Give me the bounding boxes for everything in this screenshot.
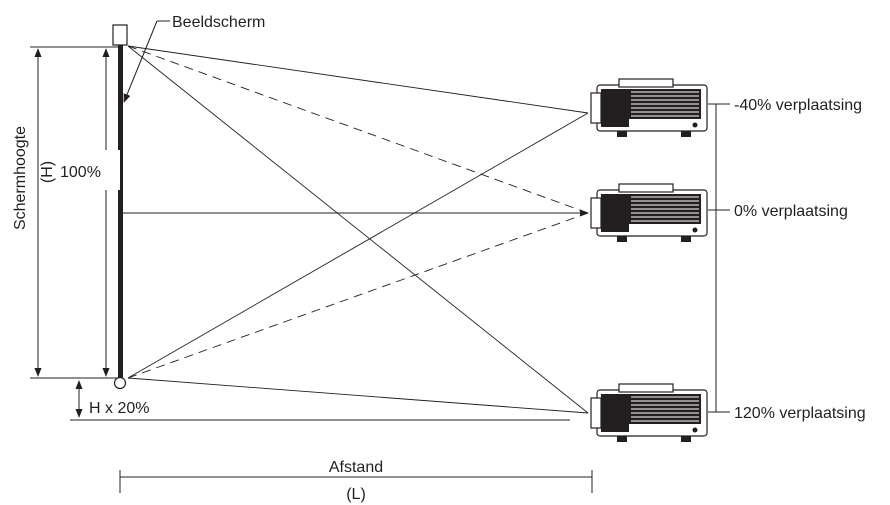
ray-top-to-lower bbox=[127, 45, 589, 414]
ray-bottom-to-middle-dashed bbox=[127, 212, 589, 379]
screen-bottom-point bbox=[113, 376, 127, 390]
offset-label-120: 120% verplaatsing bbox=[734, 405, 866, 422]
distance-label: Afstand bbox=[329, 459, 383, 476]
screen-panel bbox=[118, 45, 123, 378]
screen-label-arrow bbox=[123, 20, 158, 103]
offset-label-0: 0% verplaatsing bbox=[734, 203, 848, 220]
screen-height-label: Schermhoogte bbox=[12, 126, 29, 230]
distance-dimension bbox=[119, 470, 593, 493]
projection-rays bbox=[127, 45, 589, 414]
projector-upper bbox=[590, 78, 708, 138]
offset-label: H x 20% bbox=[89, 400, 149, 417]
ray-bottom-to-lower bbox=[127, 377, 589, 414]
projector-middle bbox=[590, 183, 708, 243]
offset-bracket bbox=[708, 103, 730, 413]
h-symbol-label: (H) bbox=[39, 161, 56, 183]
screen-label: Beeldscherm bbox=[172, 14, 265, 31]
projector-lower bbox=[590, 383, 708, 443]
percent-100-label: 100% bbox=[60, 164, 101, 181]
screen-top-mount bbox=[112, 24, 128, 46]
ray-bottom-to-upper bbox=[127, 112, 589, 379]
ray-top-to-upper bbox=[127, 45, 589, 114]
l-symbol-label: (L) bbox=[346, 486, 366, 503]
ray-top-to-middle-dashed bbox=[127, 45, 589, 214]
offset-label-minus40: -40% verplaatsing bbox=[734, 97, 862, 114]
screen bbox=[112, 24, 128, 390]
